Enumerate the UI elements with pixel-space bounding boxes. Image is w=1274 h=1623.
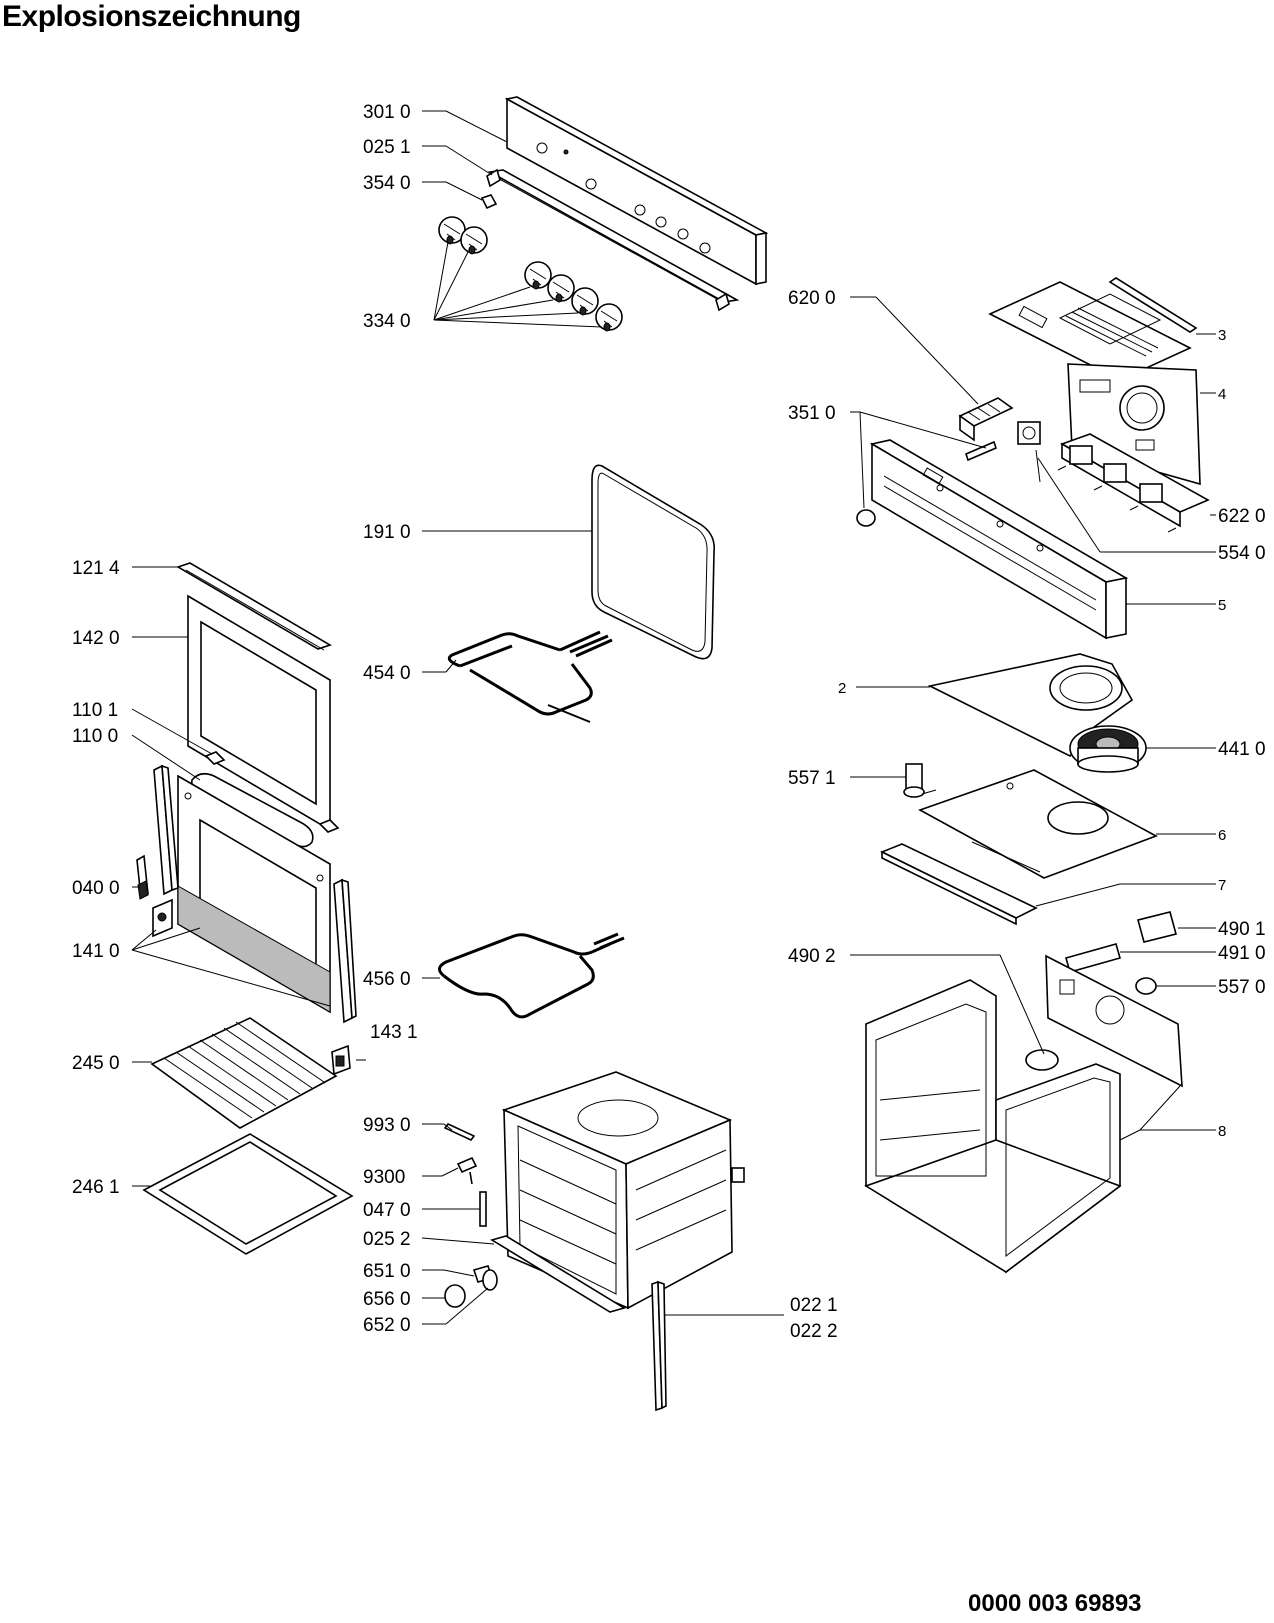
label-454-0: 454 0 — [363, 663, 411, 684]
leader-lines-door — [131, 566, 366, 1061]
label-110-0: 110 0 — [72, 726, 118, 747]
label-191-0: 191 0 — [363, 522, 411, 543]
selector-switches-part — [1057, 433, 1210, 533]
panel-rail-part — [486, 168, 740, 312]
door-top-trim-part — [176, 562, 332, 651]
label-557-0: 557 0 — [1218, 977, 1266, 998]
label-557-1: 557 1 — [788, 768, 836, 789]
fan-tray-part — [918, 769, 1158, 879]
oven-chassis-part — [864, 979, 1122, 1274]
rear-rail-part — [651, 1280, 667, 1412]
page-title: Explosionszeichnung — [2, 0, 301, 33]
label-142-0: 142 0 — [72, 628, 120, 649]
label-656-0: 656 0 — [363, 1289, 411, 1310]
label-622-0: 622 0 — [1218, 506, 1266, 527]
leader-lines-chassis — [850, 927, 1216, 1141]
leader-lines-cavity — [421, 1123, 784, 1325]
leader-lines-electronics — [850, 296, 1216, 605]
label-334-0: 334 0 — [363, 311, 411, 332]
label-3: 3 — [1218, 327, 1226, 344]
fan-motor-part — [1069, 725, 1147, 773]
knob-cap-part — [480, 194, 498, 210]
label-040-0: 040 0 — [72, 878, 120, 899]
label-993-0: 993 0 — [363, 1115, 411, 1136]
door-gasket-part — [591, 464, 716, 660]
front-strip-part — [880, 843, 1038, 926]
label-8: 8 — [1218, 1123, 1226, 1140]
rear-electronics-part — [1045, 911, 1183, 1088]
fan-cover-part — [927, 653, 1134, 758]
label-651-0: 651 0 — [363, 1261, 411, 1282]
label-047-0: 047 0 — [363, 1200, 411, 1221]
thermal-cutout-part — [903, 763, 937, 798]
door-inner-frame-part — [177, 774, 331, 1014]
control-knobs-part — [438, 216, 623, 332]
top-cover-part — [988, 281, 1192, 381]
label-354-0: 354 0 — [363, 173, 411, 194]
label-245-0: 245 0 — [72, 1053, 120, 1074]
leader-lines-fan — [850, 686, 1216, 907]
label-351-0: 351 0 — [788, 403, 836, 424]
leader-lines-gasket — [422, 530, 592, 673]
label-246-1: 246 1 — [72, 1177, 120, 1198]
leader-lines-top — [422, 110, 603, 328]
label-5: 5 — [1218, 597, 1226, 614]
label-456-0: 456 0 — [363, 969, 411, 990]
label-7: 7 — [1218, 877, 1226, 894]
label-491-0: 491 0 — [1218, 943, 1266, 964]
control-panel-part — [504, 96, 769, 286]
thermostat-rod-part — [965, 440, 997, 462]
label-141-0: 141 0 — [72, 941, 120, 962]
label-301-0: 301 0 — [363, 102, 411, 123]
door-hinge-block-part — [152, 898, 173, 938]
terminal-block-part — [958, 397, 1014, 442]
label-490-2: 490 2 — [788, 946, 836, 967]
wire-shelf-part — [150, 1017, 338, 1129]
document-number: 0000 003 69893 — [968, 1590, 1142, 1617]
door-hinge-part — [136, 854, 149, 900]
label-6: 6 — [1218, 827, 1226, 844]
grill-element-part — [447, 630, 613, 723]
label-025-2: 025 2 — [363, 1229, 411, 1250]
door-outer-glass-part — [187, 594, 331, 832]
switch-part — [1017, 421, 1041, 483]
leader-lines-shelf — [132, 1061, 152, 1187]
door-lower-bracket-part — [331, 1044, 351, 1076]
baking-tray-part — [142, 1133, 354, 1255]
front-frame-part — [856, 439, 1129, 640]
oven-cavity-part — [501, 1071, 745, 1310]
label-2: 2 — [838, 680, 846, 697]
label-4: 4 — [1218, 386, 1226, 403]
label-490-1: 490 1 — [1218, 919, 1266, 940]
label-143-1: 143 1 — [370, 1022, 418, 1043]
top-bracket-part — [1108, 277, 1198, 333]
label-9300: 9300 — [363, 1167, 405, 1188]
label-110-1: 110 1 — [72, 700, 118, 721]
label-022-2: 022 2 — [790, 1321, 838, 1342]
label-441-0: 441 0 — [1218, 739, 1266, 760]
label-025-1: 025 1 — [363, 137, 411, 158]
label-620-0: 620 0 — [788, 288, 836, 309]
door-side-bracket-left-part — [153, 764, 179, 896]
label-554-0: 554 0 — [1218, 543, 1266, 564]
door-handle-part — [190, 751, 340, 848]
label-121-4: 121 4 — [72, 558, 120, 579]
lower-heating-element-part — [438, 932, 625, 1019]
label-652-0: 652 0 — [363, 1315, 411, 1336]
door-side-bracket-right-part — [333, 878, 357, 1024]
label-022-1: 022 1 — [790, 1295, 838, 1316]
